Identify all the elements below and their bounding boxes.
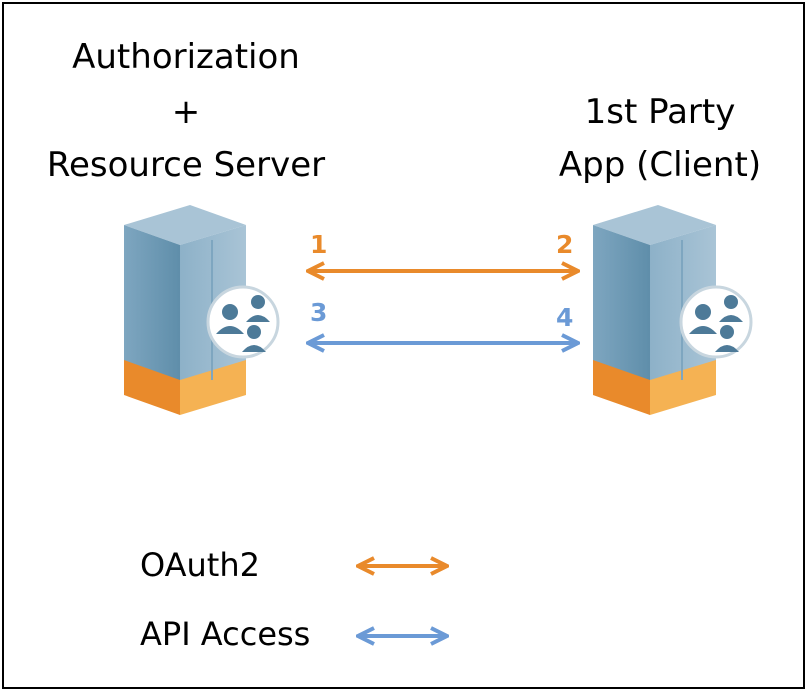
right-node-title-line2: App (Client) [558, 145, 762, 185]
flow-step-4: 4 [556, 303, 574, 332]
right-node-title-line1: 1st Party [584, 92, 736, 132]
flow-step-2: 2 [556, 230, 574, 259]
left-node-title-line1: Authorization [72, 37, 300, 77]
right-server-icon [593, 205, 753, 415]
left-node-title-line3: Resource Server [46, 145, 326, 185]
legend-oauth-label: OAuth2 [140, 546, 260, 584]
left-server-icon [124, 205, 280, 415]
legend-api-label: API Access [140, 615, 311, 653]
flow-step-1: 1 [310, 230, 328, 259]
left-node-title-line2: + [171, 92, 201, 132]
flow-step-3: 3 [310, 298, 328, 327]
